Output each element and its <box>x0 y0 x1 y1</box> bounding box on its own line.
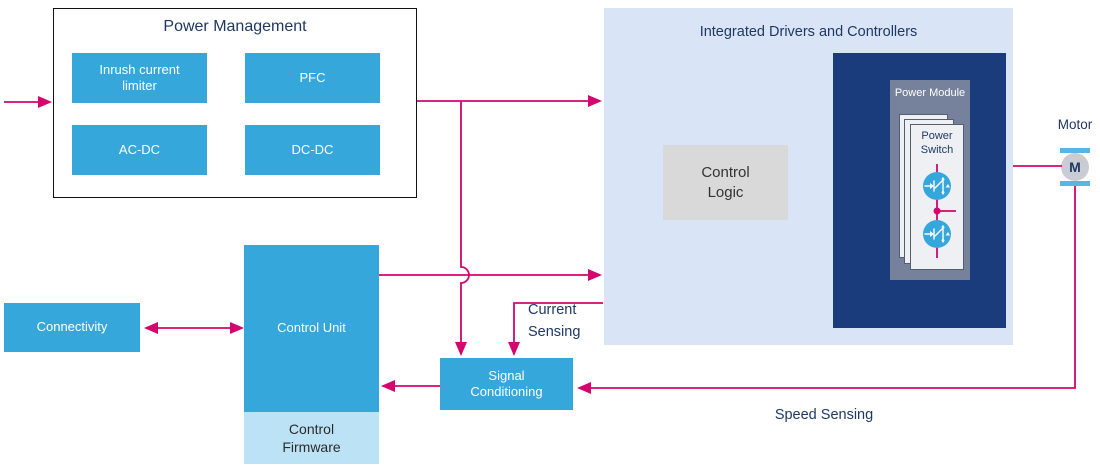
power-module-label: Power Module <box>894 87 966 99</box>
power-switch-label: Power Switch <box>920 130 954 157</box>
pfc-box: PFC <box>245 53 380 103</box>
control-logic-box: Control Logic <box>663 145 788 220</box>
ac-dc-label: AC-DC <box>118 141 161 157</box>
speed-sensing-label: Speed Sensing <box>774 407 874 423</box>
power-switch-card-front: Power Switch <box>910 124 964 270</box>
dc-dc-box: DC-DC <box>245 125 380 175</box>
motor-top-bar <box>1060 148 1090 153</box>
motor-m-icon: M <box>1061 153 1089 181</box>
inrush-current-limiter-label: Inrush current limiter <box>99 61 180 93</box>
control-firmware-box: Control Firmware <box>244 412 379 464</box>
motor-symbol: M <box>1069 159 1081 175</box>
inrush-current-limiter-box: Inrush current limiter <box>72 53 207 103</box>
control-firmware-label: Control Firmware <box>282 420 341 455</box>
dc-dc-label: DC-DC <box>291 141 334 157</box>
motor-label: Motor <box>1057 117 1093 132</box>
connectivity-label: Connectivity <box>36 319 108 335</box>
signal-conditioning-box: Signal Conditioning <box>440 358 573 410</box>
current-sensing-label: Current Sensing <box>528 302 581 340</box>
control-unit-box: Control Unit <box>244 245 379 412</box>
arrow-bus-to-signal-conditioning <box>455 101 470 356</box>
integrated-drivers-title: Integrated Drivers and Controllers <box>699 24 918 40</box>
power-management-title: Power Management <box>163 18 307 35</box>
signal-conditioning-label: Signal Conditioning <box>470 367 543 399</box>
motor-bottom-bar <box>1060 181 1090 186</box>
control-unit-label: Control Unit <box>277 320 346 336</box>
connectivity-box: Connectivity <box>4 303 140 352</box>
control-logic-label: Control Logic <box>701 164 750 201</box>
ac-dc-box: AC-DC <box>72 125 207 175</box>
pfc-label: PFC <box>299 69 326 85</box>
